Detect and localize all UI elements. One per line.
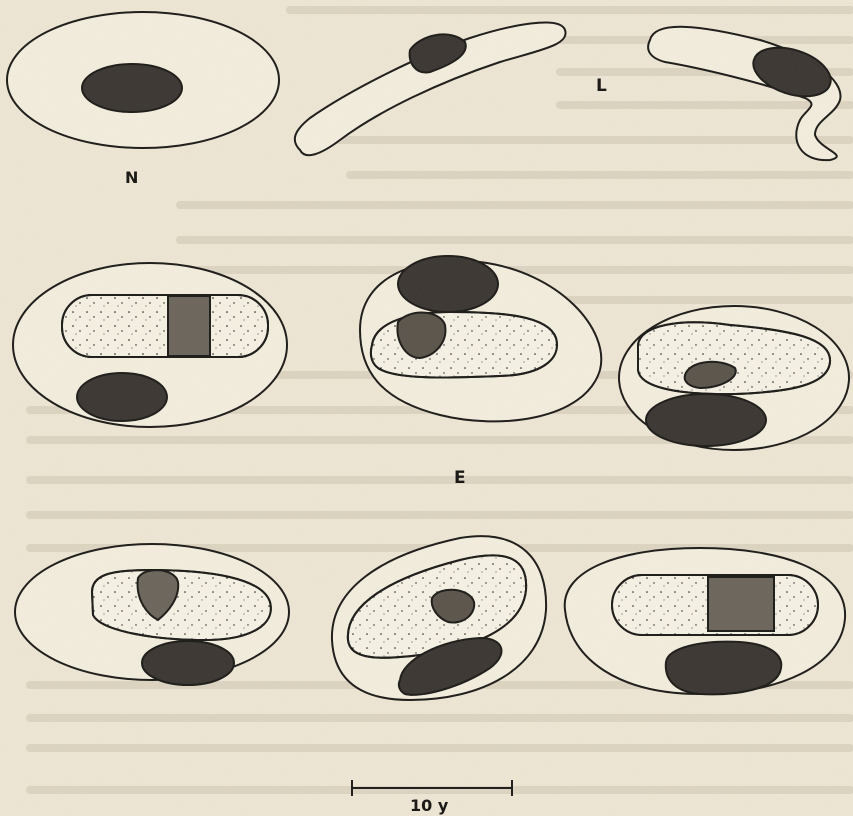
label-normal: N: [125, 168, 138, 187]
scale-bar-label: 10 y: [410, 796, 448, 815]
label-elongated: L: [596, 76, 607, 96]
label-infected: E: [454, 468, 466, 488]
